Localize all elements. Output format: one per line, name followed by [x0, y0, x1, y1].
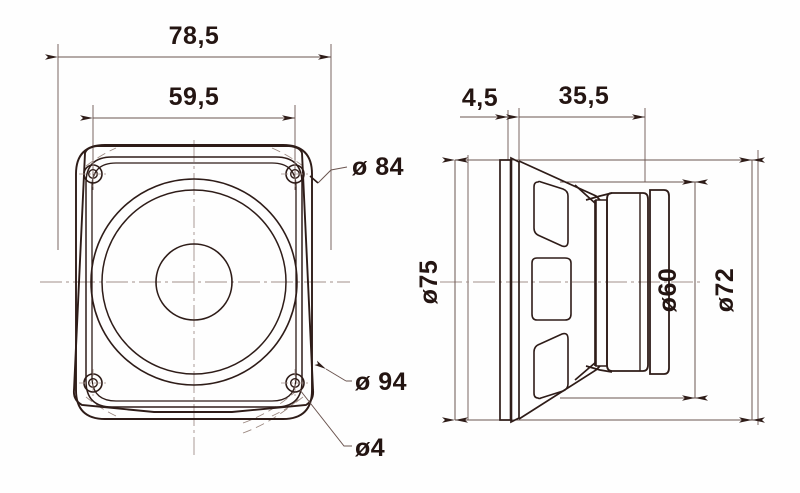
dimension-label-dia-94: ø 94	[355, 368, 407, 396]
dimension-label-body-depth: 35,5	[559, 82, 610, 110]
pole-piece	[649, 189, 670, 375]
dimension-label-overall-width: 78,5	[169, 22, 220, 50]
flange-inner-rounded-square	[85, 156, 303, 408]
cone-circle	[101, 189, 287, 375]
leader-line-dia-4	[299, 389, 352, 447]
magnet-inner-column	[595, 199, 608, 367]
mounting-hole-top-right	[281, 160, 309, 188]
dimension-label-dia-60: ø60	[654, 268, 682, 313]
mounting-hole-top-left	[79, 160, 107, 188]
basket-frame	[518, 160, 613, 420]
dimension-label-hole-spacing: 59,5	[169, 83, 220, 111]
cone-surround-circle	[90, 178, 298, 386]
leader-line-dia-94	[314, 360, 352, 382]
mounting-hole-bottom-left	[79, 369, 107, 397]
dimension-label-dia-4: ø4	[355, 434, 385, 462]
basket-window-middle	[531, 257, 572, 321]
dimension-label-dia-84: ø 84	[352, 153, 404, 181]
front-view: 78,5 59,5	[40, 22, 407, 462]
leader-line-dia-84	[309, 166, 348, 184]
dimension-label-dia-72: ø72	[711, 268, 739, 313]
basket-window-bottom	[533, 332, 569, 400]
side-section-view: 4,5 35,5	[415, 82, 765, 425]
dustcap-circle	[155, 243, 233, 321]
dimension-label-flange-thickness: 4,5	[462, 84, 498, 112]
basket-window-top	[533, 180, 569, 248]
mounting-hole-bottom-right	[281, 369, 309, 397]
magnet-assembly	[606, 192, 649, 372]
dimension-label-dia-75: ø75	[415, 260, 443, 305]
flange-outer-rounded-square	[75, 144, 313, 420]
